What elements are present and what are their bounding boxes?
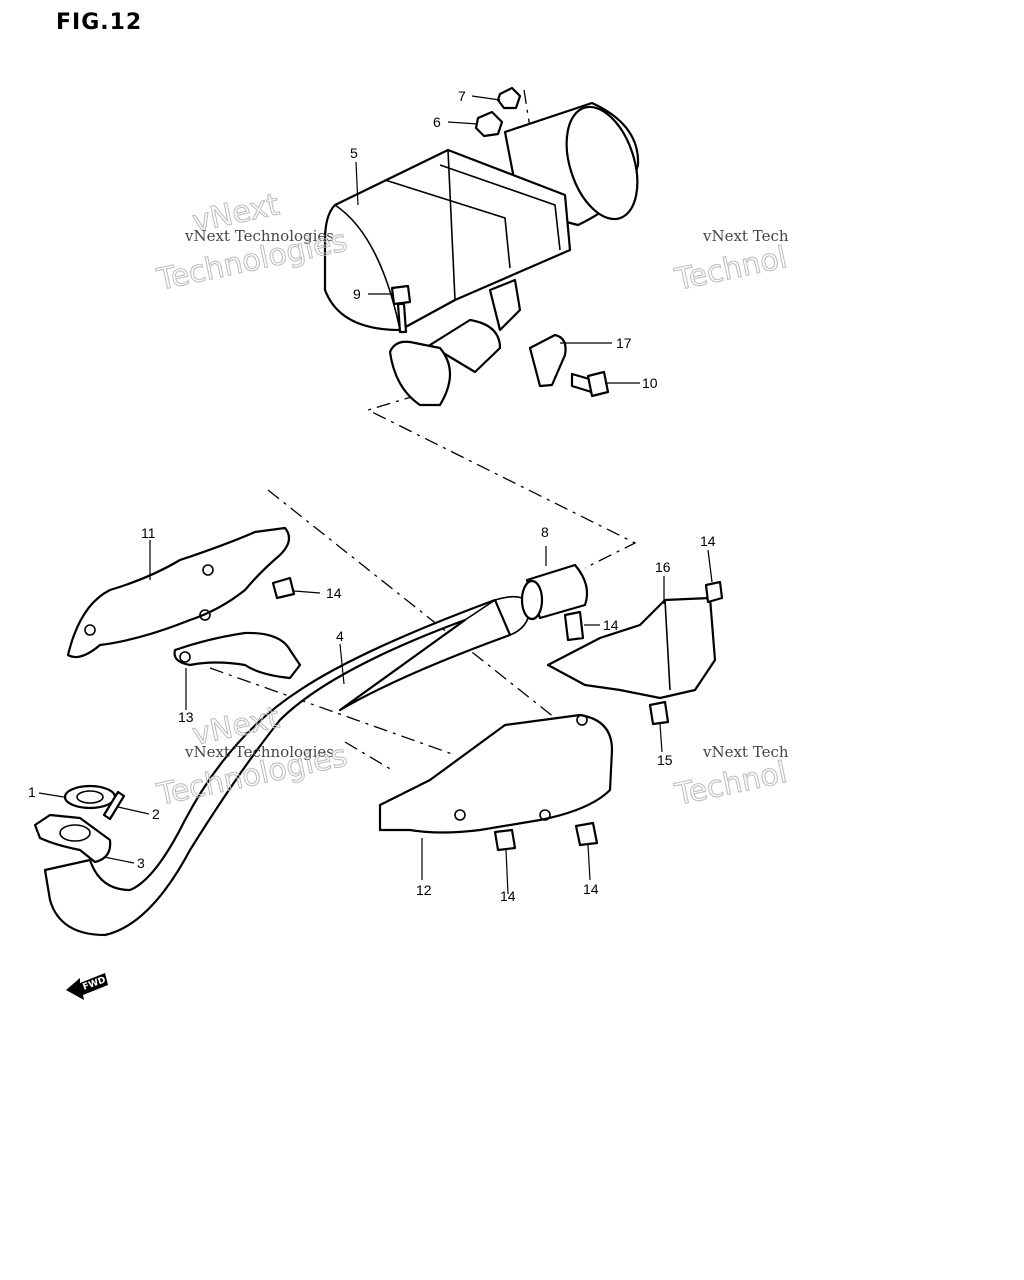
callout-9: 9 [353, 286, 361, 302]
callout-13: 13 [178, 709, 194, 725]
callout-4: 4 [336, 628, 344, 644]
callout-12: 12 [416, 882, 432, 898]
watermark-mid-right: vNext Tech Technol [671, 743, 791, 814]
callout-14-protector11: 14 [326, 585, 342, 601]
callout-8: 8 [541, 524, 549, 540]
bolt-part-14-low-right [574, 821, 599, 847]
bolt-part-14-top [704, 580, 724, 604]
callout-2: 2 [152, 806, 160, 822]
assembly-lines [209, 89, 637, 771]
callout-3: 3 [137, 855, 145, 871]
callout-14-low-right: 14 [583, 881, 599, 897]
fwd-arrow-icon: FWD [66, 973, 108, 1000]
muffler-part-5 [323, 101, 640, 407]
callout-14-cover: 14 [603, 617, 619, 633]
callout-1: 1 [28, 784, 36, 800]
callout-15: 15 [657, 752, 673, 768]
callout-10: 10 [642, 375, 658, 391]
svg-text:vNext Tech: vNext Tech [702, 227, 789, 245]
cover-part-16 [546, 596, 717, 700]
watermark-top-right: vNext Tech Technol [671, 227, 791, 299]
callout-5: 5 [350, 145, 358, 161]
joint-part-8 [520, 563, 589, 621]
flange-part-3 [33, 813, 112, 864]
protector-part-13 [173, 631, 302, 680]
bolt-part-10 [570, 370, 610, 398]
stud-part-2 [102, 790, 126, 821]
protector-part-12 [378, 713, 614, 834]
callout-6: 6 [433, 114, 441, 130]
svg-text:vNext Technologies: vNext Technologies [184, 227, 334, 245]
bolt-part-9 [390, 284, 412, 334]
callout-14-low-left: 14 [500, 888, 516, 904]
svg-text:vNext Technologies: vNext Technologies [184, 743, 334, 761]
leader-lines [38, 95, 713, 895]
callout-14-top: 14 [700, 533, 716, 549]
bolt-part-14-low-left [493, 828, 517, 852]
callout-11: 11 [141, 525, 156, 541]
gasket-part-1 [63, 784, 117, 810]
nut-part-7 [496, 86, 522, 110]
bolt-part-15 [648, 700, 670, 726]
nut-part-6 [474, 110, 504, 138]
protector-part-11 [66, 526, 291, 659]
watermark-top-left: vNext vNext Technologies Technologies [153, 187, 351, 299]
callout-labels: 7 6 5 9 17 10 8 11 4 14 14 16 14 13 1 2 … [28, 88, 716, 904]
figure-title: FIG.12 [56, 10, 143, 35]
callout-16: 16 [655, 559, 671, 575]
callout-7: 7 [458, 88, 466, 104]
svg-text:vNext Tech: vNext Tech [702, 743, 789, 761]
bolt-part-14-cover [563, 610, 585, 642]
svg-text:Technol: Technol [671, 755, 790, 813]
bolt-part-14-protector11 [271, 576, 296, 600]
bracket-part-17 [528, 333, 567, 388]
svg-text:Technol: Technol [671, 240, 790, 298]
callout-17: 17 [616, 335, 632, 351]
